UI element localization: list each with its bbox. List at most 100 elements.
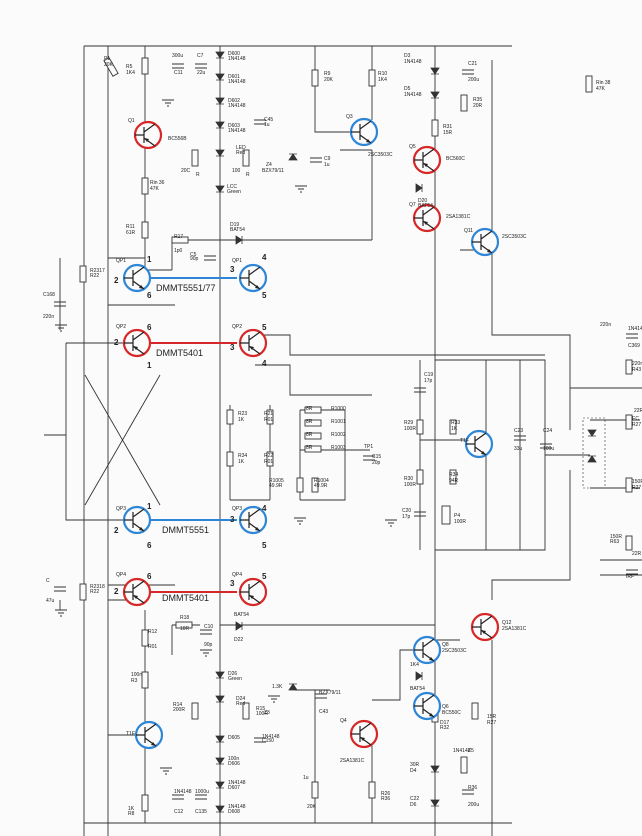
component-label: R30 — [404, 476, 413, 482]
svg-text:3: 3 — [230, 515, 235, 524]
component-label: C19 — [424, 372, 433, 378]
svg-text:3: 3 — [230, 579, 235, 588]
transistor-part-label: BC556B — [168, 136, 187, 142]
component-label: R36 — [381, 796, 390, 802]
transistor-q4 — [349, 719, 379, 749]
component-label: D19 — [230, 222, 239, 228]
component-label: D26 — [228, 671, 237, 677]
component-label: R31 — [443, 124, 452, 130]
component-label: C22 — [410, 796, 419, 802]
capacitors — [54, 63, 638, 800]
component-label: R8 — [128, 811, 135, 817]
component-label: 94R — [449, 478, 459, 484]
transistor-ref-label: Q6 — [442, 704, 449, 710]
component-label: R10 — [378, 71, 387, 77]
transistor-ref-label: QP4 — [116, 572, 126, 578]
svg-text:2: 2 — [114, 276, 119, 285]
component-label: 8R — [306, 419, 313, 425]
component-label: 20R — [473, 103, 483, 109]
component-label: 20p — [372, 460, 381, 466]
svg-text:6: 6 — [147, 572, 152, 581]
component-label: 1.3K — [272, 684, 283, 690]
transistor-qp2b — [238, 328, 268, 358]
component-label: Red — [236, 701, 245, 707]
component-label: R2318 — [90, 584, 105, 590]
transistor-ref-label: QP1 — [232, 258, 242, 264]
component-label: R15 — [256, 706, 265, 712]
component-label: R34 — [238, 453, 247, 459]
svg-text:2: 2 — [114, 587, 119, 596]
component-label: R01 — [264, 459, 273, 465]
component-label: BZX79/11 — [319, 690, 341, 696]
component-label: R14 — [173, 702, 182, 708]
transistor-q5 — [412, 145, 442, 175]
component-label: R26 — [381, 791, 390, 797]
component-label: C9 — [0, 0, 7, 2]
component-label: 1N4148 — [228, 804, 246, 810]
component-label: 150R — [632, 479, 642, 485]
transistor-q1 — [133, 120, 163, 150]
component-label: 200u — [468, 802, 479, 808]
component-label: 8R — [306, 445, 313, 451]
component-label: Green — [228, 676, 242, 682]
transistor-ref-label: Q5 — [409, 144, 416, 150]
component-label: R63 — [610, 539, 619, 545]
transistors — [122, 117, 500, 750]
component-label: 1K4 — [126, 70, 135, 76]
component-label: R27 — [632, 422, 641, 428]
component-label: 1N4148 — [228, 780, 246, 786]
transistor-ref-label: Q8 — [442, 642, 449, 648]
component-label: 10R — [180, 626, 190, 632]
component-label: 100R — [256, 711, 268, 717]
component-label: 8R — [306, 406, 313, 412]
component-label: BZX79/11 — [262, 168, 284, 174]
component-label: D22 — [234, 637, 243, 643]
component-label: R1005 — [269, 478, 284, 484]
transistor-ref-label: QP4 — [232, 572, 242, 578]
transistor-t1e — [134, 720, 164, 750]
svg-text:6: 6 — [147, 291, 152, 300]
transistor-part-label: 2SA1381C — [340, 758, 365, 764]
transistor-ref-label: T1F — [460, 438, 469, 444]
component-label: C5 — [190, 252, 197, 258]
component-label: 22R — [634, 408, 642, 414]
transistor-qp2 — [122, 328, 152, 358]
component-label: D605 — [228, 735, 240, 741]
component-label: C12 — [174, 809, 183, 815]
component-label: D20 — [418, 198, 427, 204]
component-label: D24 — [236, 696, 245, 702]
component-label: R29 — [404, 420, 413, 426]
transistor-ref-label: Q12 — [502, 620, 512, 626]
component-label: 22u — [197, 70, 206, 76]
component-label: 100n — [228, 756, 239, 762]
component-label: R1004 — [314, 478, 329, 484]
component-label: R2317 — [90, 268, 105, 274]
component-label: Z5 — [468, 748, 474, 754]
component-label: 100u — [543, 446, 554, 452]
component-label: C150 — [262, 738, 274, 744]
component-label: 1p0 — [174, 248, 183, 254]
component-label: 1K — [451, 426, 458, 432]
component-label: 61R — [126, 230, 136, 236]
component-label: C9 — [324, 156, 331, 162]
component-label: D603 — [228, 123, 240, 129]
svg-text:6: 6 — [147, 541, 152, 550]
component-label: D600 — [228, 51, 240, 57]
component-label: 20K — [307, 804, 317, 810]
component-label: 17p — [402, 514, 411, 520]
component-label: 1N4148 — [174, 789, 192, 795]
component-label: Red — [236, 150, 245, 156]
component-label: 1N4148 — [228, 56, 246, 62]
transistor-q8 — [412, 635, 442, 665]
pair-label-1: DMMT5551/77 — [156, 283, 216, 293]
component-label: 49.9R — [314, 483, 328, 489]
component-label: C168 — [43, 292, 55, 298]
transistor-part-label: 2SC3503C — [442, 648, 467, 654]
component-label: R43 — [632, 367, 641, 373]
transistor-ref-label: QP1 — [116, 258, 126, 264]
component-label: R1001 — [331, 419, 346, 425]
component-label: 47u — [46, 598, 55, 604]
component-label: R33 — [451, 420, 460, 426]
component-label: R3 — [131, 678, 138, 684]
component-label: R27 — [487, 720, 496, 726]
